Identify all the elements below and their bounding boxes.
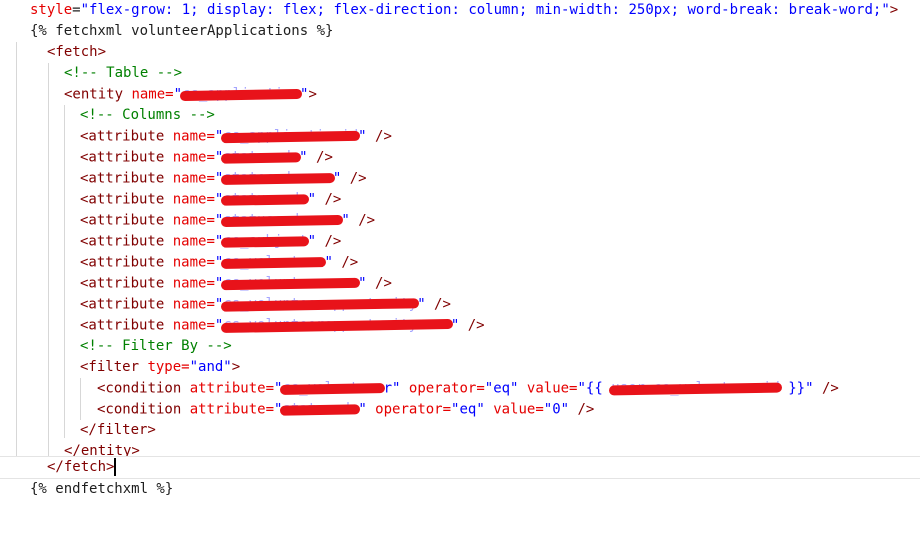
fetch-open-tag: <fetch> bbox=[47, 44, 107, 60]
entity-close-tag: </entity> bbox=[64, 443, 140, 459]
fetch-close-tag: </fetch> bbox=[47, 459, 115, 475]
filter-comment: <!-- Filter By --> bbox=[80, 338, 232, 354]
code-line-9: <attribute name="statecodename" /> bbox=[0, 168, 920, 189]
indent-guide bbox=[64, 105, 65, 438]
code-line-4: <!-- Table --> bbox=[0, 63, 920, 84]
table-comment: <!-- Table --> bbox=[64, 65, 183, 81]
code-line-23[interactable]: </fetch> bbox=[0, 456, 920, 479]
entity-open-tag: <entity bbox=[64, 86, 124, 103]
filter-close-tag: </filter> bbox=[80, 422, 156, 438]
fetchxml-close-liquid: {% endfetchxml %} bbox=[30, 481, 174, 497]
redaction-mark: statuscodename bbox=[221, 210, 344, 231]
columns-comment: <!-- Columns --> bbox=[80, 107, 215, 123]
code-editor[interactable]: style="flex-grow: 1; display: flex; flex… bbox=[0, 0, 920, 502]
code-line-8: <attribute name="statecode" /> bbox=[0, 147, 920, 168]
condition-tag: <condition bbox=[97, 401, 182, 418]
filter-open-tag: <filter bbox=[80, 359, 140, 375]
code-line-5: <entity name="cs_application"> bbox=[0, 84, 920, 105]
redaction-mark: cs_applicationid bbox=[221, 126, 361, 147]
style-attribute: style bbox=[30, 2, 73, 18]
code-line-24: {% endfetchxml %} bbox=[0, 479, 920, 500]
code-line-20: <condition attribute="statecode" operato… bbox=[0, 399, 920, 420]
style-value: "flex-grow: 1; display: flex; flex-direc… bbox=[80, 2, 890, 18]
redaction-mark: cs_volunteername bbox=[221, 273, 361, 294]
code-line-10: <attribute name="statuscode" /> bbox=[0, 189, 920, 210]
redaction-mark: cs_subject bbox=[221, 231, 310, 252]
redaction-mark: statecode bbox=[280, 399, 361, 420]
code-line-7: <attribute name="cs_applicationid" /> bbox=[0, 126, 920, 147]
code-line-3: <fetch> bbox=[0, 42, 920, 63]
redaction-mark: cs_volunteeropportunityname bbox=[221, 315, 453, 336]
code-line-13: <attribute name="cs_volunteer" /> bbox=[0, 252, 920, 273]
redaction-mark: cs_volunteeropportunity bbox=[221, 294, 420, 315]
code-line-12: <attribute name="cs_subject" /> bbox=[0, 231, 920, 252]
indent-guide bbox=[80, 378, 81, 420]
redaction-mark: statuscode bbox=[221, 189, 310, 210]
redaction-mark: cs_volunteer bbox=[280, 378, 386, 399]
code-line-6: <!-- Columns --> bbox=[0, 105, 920, 126]
redaction-mark: statecodename bbox=[221, 168, 335, 189]
code-line-1: style="flex-grow: 1; display: flex; flex… bbox=[30, 2, 899, 18]
text-caret bbox=[114, 458, 117, 476]
code-line-19: <condition attribute="cs_volunteerr" ope… bbox=[0, 378, 920, 399]
indent-guide bbox=[48, 63, 49, 459]
redaction-mark: cs_volunteer bbox=[221, 252, 327, 273]
code-line-14: <attribute name="cs_volunteername" /> bbox=[0, 273, 920, 294]
indent-guide bbox=[16, 42, 17, 462]
code-line-15: <attribute name="cs_volunteeropportunity… bbox=[0, 294, 920, 315]
condition-tag: <condition bbox=[97, 380, 182, 397]
code-line-11: <attribute name="statuscodename" /> bbox=[0, 210, 920, 231]
fetchxml-open-liquid: {% fetchxml volunteerApplications %} bbox=[30, 23, 334, 39]
code-line-16: <attribute name="cs_volunteeropportunity… bbox=[0, 315, 920, 336]
redaction-mark: statecode bbox=[221, 147, 302, 168]
code-line-18: <filter type="and"> bbox=[80, 359, 241, 375]
code-line-17: <!-- Filter By --> bbox=[0, 336, 920, 357]
code-line-22: </entity> bbox=[0, 441, 920, 462]
code-line-2: {% fetchxml volunteerApplications %} bbox=[0, 21, 920, 42]
code-line-21: </filter> bbox=[0, 420, 920, 441]
redaction-mark: cs_application bbox=[179, 84, 303, 105]
redaction-mark: user.cs_volunteer.id bbox=[609, 378, 782, 399]
